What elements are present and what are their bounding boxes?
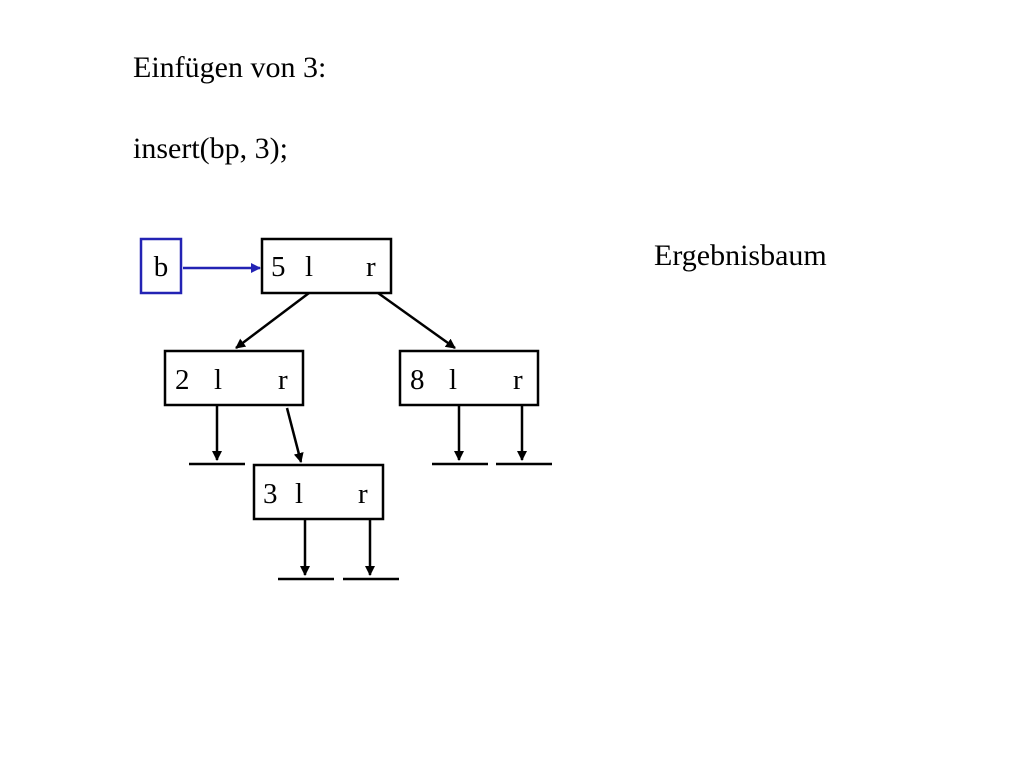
edge-5-left-to-2 xyxy=(235,292,310,349)
node-key: 3 xyxy=(263,478,278,510)
tree-node-8: 8 l r xyxy=(398,349,540,407)
node-right-field: r xyxy=(513,364,523,396)
node-left-field: l xyxy=(295,478,303,510)
tree-node-2: 2 l r xyxy=(163,349,305,407)
node-left-field: l xyxy=(214,364,222,396)
node-box xyxy=(398,349,540,407)
node-right-field: r xyxy=(358,478,368,510)
node-key: 5 xyxy=(271,251,286,283)
tree-node-5: 5 l r xyxy=(260,237,393,295)
node-box xyxy=(260,237,393,295)
tree-node-3: 3 l r xyxy=(252,463,385,521)
pointer-box xyxy=(139,237,183,295)
pointer-variable-b: b xyxy=(139,237,183,295)
node-box xyxy=(252,463,385,521)
node-right-field: r xyxy=(278,364,288,396)
node-box xyxy=(163,349,305,407)
edge-5-right-to-8 xyxy=(377,291,456,350)
node-key: 2 xyxy=(175,364,190,396)
edge-2-right-to-3 xyxy=(285,407,304,463)
node-key: 8 xyxy=(410,364,425,396)
result-tree-caption: Ergebnisbaum xyxy=(654,239,827,272)
node-left-field: l xyxy=(305,251,313,283)
slide-title: Einfügen von 3: xyxy=(133,51,327,84)
code-line: insert(bp, 3); xyxy=(133,132,288,165)
node-left-field: l xyxy=(449,364,457,396)
node-right-field: r xyxy=(366,251,376,283)
pointer-label: b xyxy=(154,251,169,283)
